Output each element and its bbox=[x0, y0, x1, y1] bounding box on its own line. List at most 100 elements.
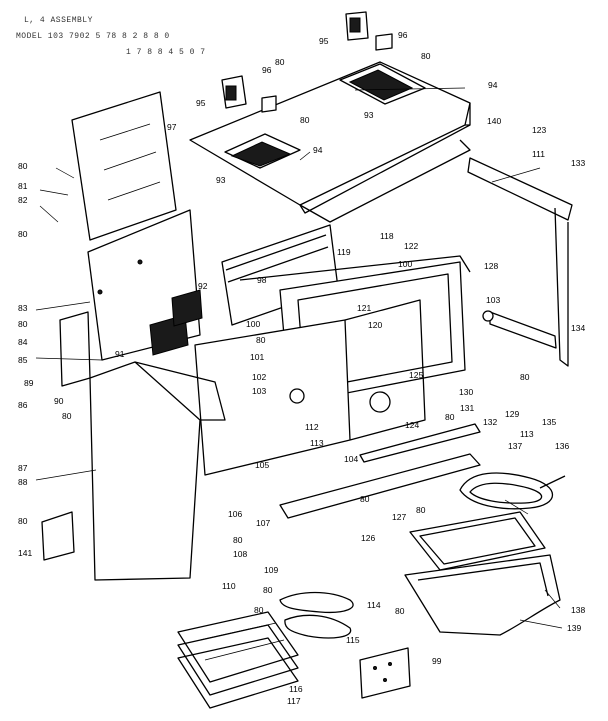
callout-131: 131 bbox=[460, 403, 474, 413]
callout-105: 105 bbox=[255, 460, 269, 470]
callout-115: 115 bbox=[346, 635, 360, 645]
cooktop-panel bbox=[189, 11, 471, 223]
callout-120: 120 bbox=[368, 320, 382, 330]
callout-104: 104 bbox=[344, 454, 358, 464]
element-bracket bbox=[359, 647, 411, 699]
header-block: L, 4 ASSEMBLY MODEL 103 7902 5 78 8 2 8 … bbox=[16, 16, 206, 57]
callout-84: 84 bbox=[18, 337, 28, 347]
callout-109: 109 bbox=[264, 565, 278, 575]
callout-99: 99 bbox=[432, 656, 442, 666]
callout-89: 89 bbox=[24, 378, 34, 388]
callout-80k: 80 bbox=[18, 516, 28, 526]
callout-80h: 80 bbox=[62, 411, 72, 421]
callout-98: 98 bbox=[257, 275, 267, 285]
callout-81: 81 bbox=[18, 181, 28, 191]
callout-80g: 80 bbox=[256, 335, 266, 345]
callout-138: 138 bbox=[571, 605, 585, 615]
callout-80b: 80 bbox=[275, 57, 285, 67]
callout-123: 123 bbox=[532, 125, 546, 135]
back-panel bbox=[71, 91, 177, 241]
callout-87: 87 bbox=[18, 463, 28, 473]
callout-82: 82 bbox=[18, 195, 28, 205]
callout-101: 101 bbox=[250, 352, 264, 362]
callout-114: 114 bbox=[367, 600, 381, 610]
bake-element bbox=[279, 591, 354, 639]
callout-121: 121 bbox=[357, 303, 371, 313]
callout-88: 88 bbox=[18, 477, 28, 487]
callout-86: 86 bbox=[18, 400, 28, 410]
callout-128: 128 bbox=[484, 261, 498, 271]
broiler-pan bbox=[409, 511, 546, 571]
callout-80i: 80 bbox=[520, 372, 530, 382]
callout-80n: 80 bbox=[233, 535, 243, 545]
callout-labels: 95 96 80 80 96 95 94 93 140 80 97 94 93 … bbox=[18, 30, 585, 706]
callout-80j: 80 bbox=[445, 412, 455, 422]
side-rail-right bbox=[467, 157, 573, 367]
callout-108: 108 bbox=[233, 549, 247, 559]
callout-110: 110 bbox=[222, 581, 236, 591]
callout-133: 133 bbox=[571, 158, 585, 168]
callout-80l: 80 bbox=[360, 494, 370, 504]
callout-83: 83 bbox=[18, 303, 28, 313]
callout-95b: 95 bbox=[196, 98, 206, 108]
callout-80e: 80 bbox=[18, 229, 28, 239]
callout-106: 106 bbox=[228, 509, 242, 519]
header-line-1: L, 4 ASSEMBLY bbox=[24, 16, 93, 25]
callout-103a: 103 bbox=[486, 295, 500, 305]
callout-119: 119 bbox=[337, 247, 351, 257]
callout-124: 124 bbox=[405, 420, 419, 430]
callout-130: 130 bbox=[459, 387, 473, 397]
callout-80o: 80 bbox=[263, 585, 273, 595]
callout-134: 134 bbox=[571, 323, 585, 333]
callout-92: 92 bbox=[198, 281, 208, 291]
callout-135: 135 bbox=[542, 417, 556, 427]
callout-139: 139 bbox=[567, 623, 581, 633]
header-line-2: MODEL 103 7902 5 78 8 2 8 8 0 bbox=[16, 32, 170, 41]
callout-80f: 80 bbox=[18, 319, 28, 329]
callout-94b: 94 bbox=[313, 145, 323, 155]
callout-94a: 94 bbox=[488, 80, 498, 90]
header-line-3: 1 7 8 8 4 5 0 7 bbox=[126, 48, 206, 57]
callout-112: 112 bbox=[305, 422, 319, 432]
callout-91: 91 bbox=[115, 349, 125, 359]
oven-cavity bbox=[149, 289, 426, 476]
bottom-rails bbox=[279, 423, 481, 519]
callout-127: 127 bbox=[392, 512, 406, 522]
callout-117: 117 bbox=[287, 696, 301, 706]
callout-113a: 113 bbox=[310, 438, 324, 448]
callout-122: 122 bbox=[404, 241, 418, 251]
callout-126: 126 bbox=[361, 533, 375, 543]
drip-pan bbox=[404, 554, 561, 636]
hinge-bracket bbox=[41, 511, 75, 561]
callout-80c: 80 bbox=[300, 115, 310, 125]
callout-90: 90 bbox=[54, 396, 64, 406]
oven-door bbox=[89, 361, 226, 581]
callout-96a: 96 bbox=[398, 30, 408, 40]
oven-rack bbox=[177, 611, 299, 709]
callout-80p: 80 bbox=[254, 605, 264, 615]
callout-97: 97 bbox=[167, 122, 177, 132]
callout-132: 132 bbox=[483, 417, 497, 427]
callout-140: 140 bbox=[487, 116, 501, 126]
callout-125: 125 bbox=[409, 370, 423, 380]
callout-80a: 80 bbox=[421, 51, 431, 61]
callout-96b: 96 bbox=[262, 65, 272, 75]
callout-116: 116 bbox=[289, 684, 303, 694]
callout-118: 118 bbox=[380, 231, 394, 241]
callout-136: 136 bbox=[555, 441, 569, 451]
leader-lines bbox=[35, 87, 563, 629]
callout-85: 85 bbox=[18, 355, 28, 365]
callout-102: 102 bbox=[252, 372, 266, 382]
callout-103b: 103 bbox=[252, 386, 266, 396]
callout-80d: 80 bbox=[18, 161, 28, 171]
callout-137: 137 bbox=[508, 441, 522, 451]
callout-111: 111 bbox=[532, 149, 545, 159]
callout-129: 129 bbox=[505, 409, 519, 419]
callout-80m: 80 bbox=[416, 505, 426, 515]
callout-141: 141 bbox=[18, 548, 32, 558]
callout-80q: 80 bbox=[395, 606, 405, 616]
callout-100a: 100 bbox=[398, 259, 412, 269]
callout-107: 107 bbox=[256, 518, 270, 528]
callout-100b: 100 bbox=[246, 319, 260, 329]
